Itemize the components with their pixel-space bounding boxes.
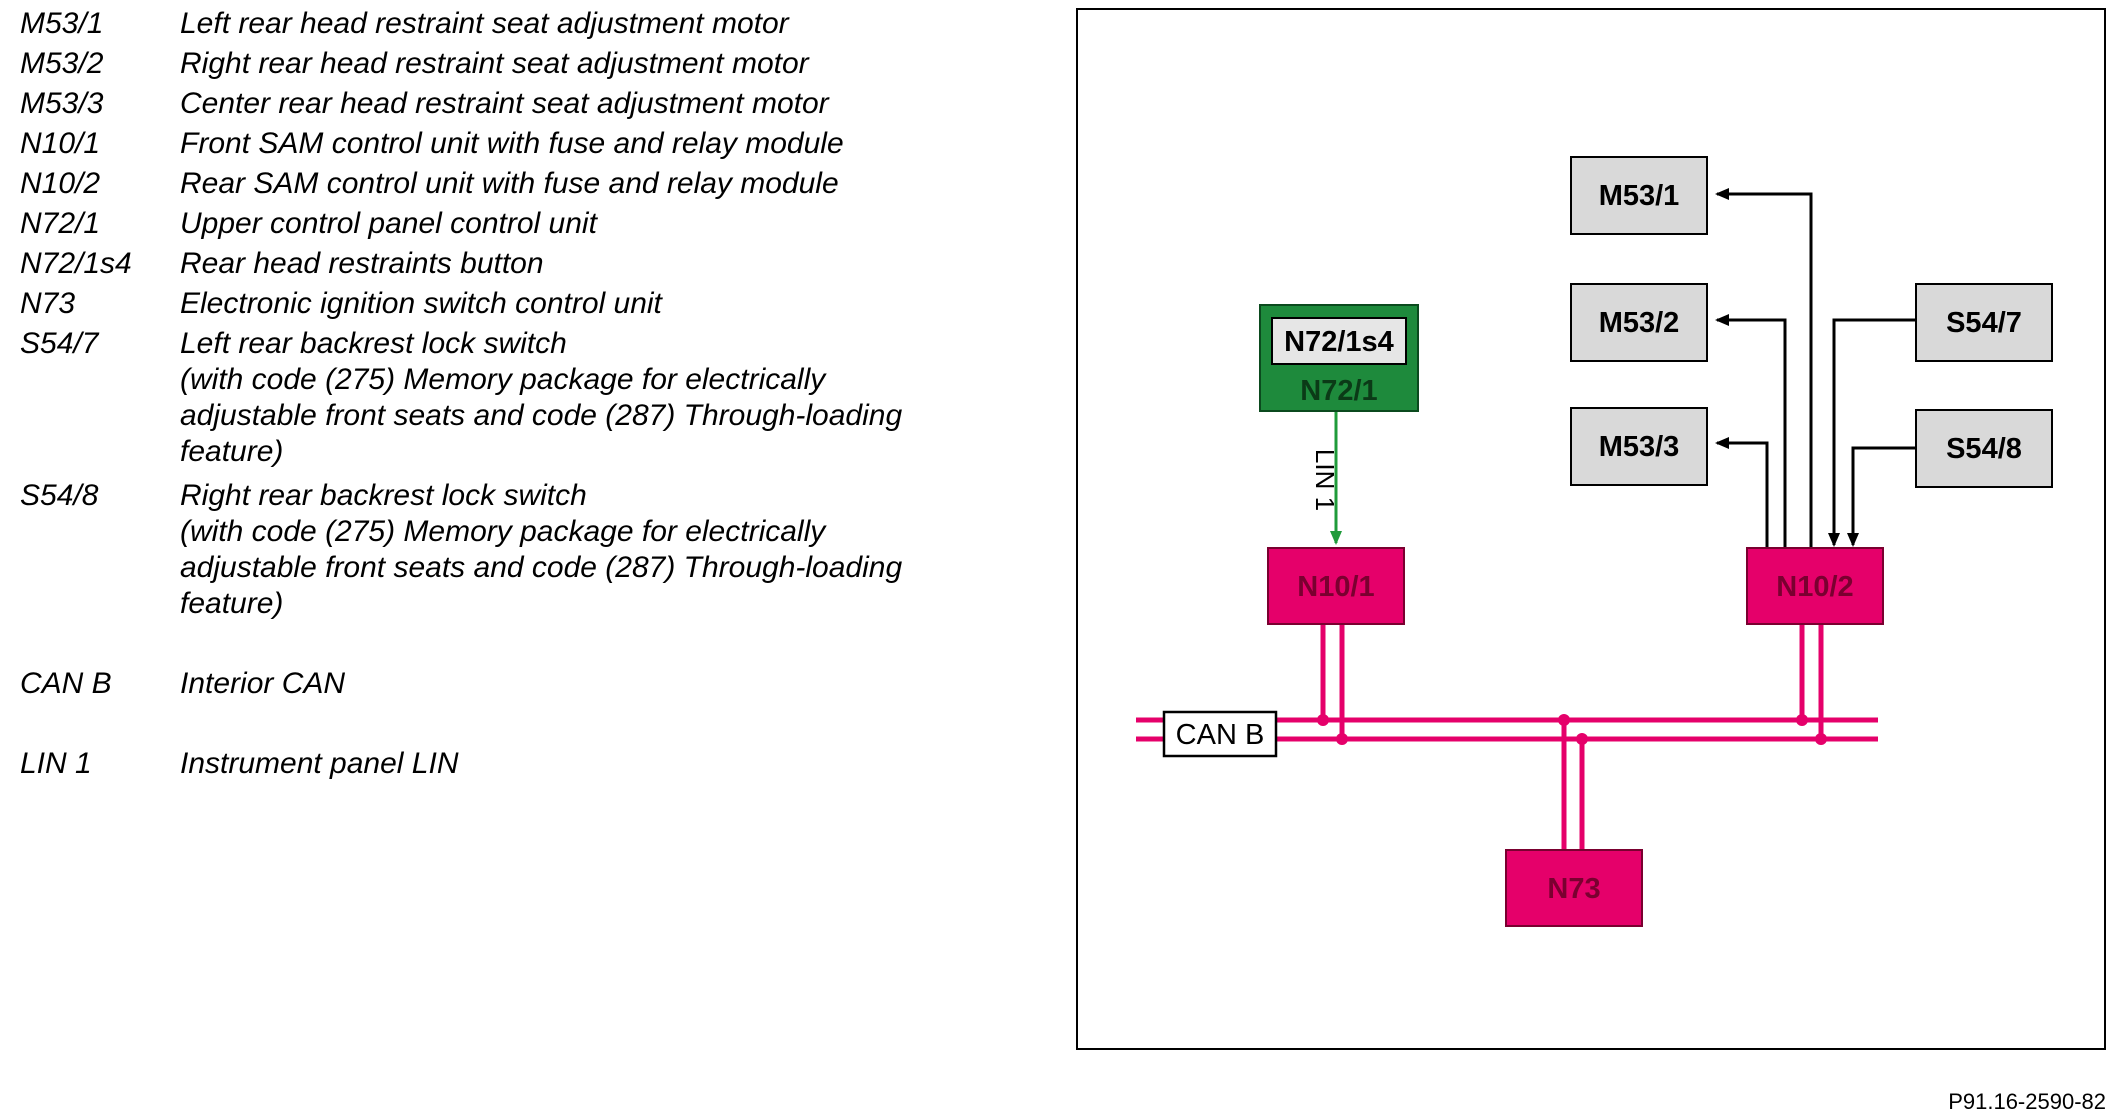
legend-code: S54/8 [20, 479, 99, 512]
n10-2-to-m53-1-line [1715, 188, 1813, 548]
legend-line: Upper control panel control unit [180, 207, 597, 240]
legend-code: N10/1 [20, 127, 101, 160]
legend-code: M53/3 [20, 87, 104, 120]
legend-line: adjustable front seats and code (287) Th… [180, 399, 903, 432]
legend-description: Right rear head restraint seat adjustmen… [180, 46, 1000, 82]
lin-1-label: LIN 1 [1310, 449, 1340, 511]
s54-7-label: S54/7 [1946, 307, 2022, 339]
legend-code: N72/1 [20, 207, 101, 240]
legend-code: CAN B [20, 667, 112, 700]
junction-dot [1815, 733, 1827, 745]
legend-code: N72/1s4 [20, 247, 132, 280]
legend-line: feature) [180, 587, 284, 620]
legend-description: Electronic ignition switch control unit [180, 286, 1000, 322]
legend-code: M53/1 [20, 7, 104, 40]
legend-line: Rear head restraints button [180, 247, 544, 280]
legend: M53/1 Left rear head restraint seat adju… [20, 6, 1000, 782]
diagram-frame [1076, 8, 2106, 1050]
n73-box [1505, 849, 1643, 927]
s54-8-label: S54/8 [1946, 433, 2022, 465]
legend-code: N73 [20, 287, 76, 320]
s54-7-to-n10-2-line [1828, 318, 1916, 547]
legend-line: Rear SAM control unit with fuse and rela… [180, 167, 839, 200]
m53-3-label: M53/3 [1599, 431, 1680, 463]
legend-line: Left rear head restraint seat adjustment… [180, 7, 789, 40]
legend-description: Rear SAM control unit with fuse and rela… [180, 166, 1000, 202]
legend-code: LIN 1 [20, 747, 92, 780]
legend-line: Left rear backrest lock switch [180, 327, 567, 360]
legend-line: adjustable front seats and code (287) Th… [180, 551, 903, 584]
legend-code: N10/2 [20, 167, 101, 200]
n73-label: N73 [1547, 873, 1600, 905]
legend-line: Instrument panel LIN [180, 747, 459, 780]
legend-description: Front SAM control unit with fuse and rel… [180, 126, 1000, 162]
m53-3-box [1570, 407, 1708, 486]
legend-line: Interior CAN [180, 667, 346, 700]
m53-1-label: M53/1 [1599, 180, 1680, 212]
junction-dot [1576, 733, 1588, 745]
s54-7-box [1915, 283, 2053, 362]
junction-dot [1336, 733, 1348, 745]
n10-2-box [1746, 547, 1884, 625]
legend-description: Left rear backrest lock switch (with cod… [180, 326, 1000, 470]
s54-8-box [1915, 409, 2053, 488]
m53-1-box [1570, 156, 1708, 235]
n72-1-label: N72/1 [1300, 375, 1377, 407]
n10-1-box [1267, 547, 1405, 625]
legend-description: Interior CAN [180, 666, 1000, 702]
n10-2-to-m53-2-line [1715, 314, 1787, 548]
legend-code: M53/2 [20, 47, 104, 80]
legend-line: Center rear head restraint seat adjustme… [180, 87, 829, 120]
legend-line: (with code (275) Memory package for elec… [180, 363, 826, 396]
can-b-label-box [1162, 710, 1278, 758]
legend-description: Center rear head restraint seat adjustme… [180, 86, 1000, 122]
n10-2-label: N10/2 [1776, 571, 1853, 603]
s54-8-to-n10-2-line [1847, 446, 1916, 547]
legend-line: Electronic ignition switch control unit [180, 287, 662, 320]
legend-description: Upper control panel control unit [180, 206, 1000, 242]
legend-code: S54/7 [20, 327, 99, 360]
legend-line: Right rear backrest lock switch [180, 479, 587, 512]
figure-reference: P91.16-2590-82 [1948, 1089, 2106, 1114]
m53-2-label: M53/2 [1599, 307, 1680, 339]
legend-line: Right rear head restraint seat adjustmen… [180, 47, 809, 80]
can-b-label: CAN B [1176, 719, 1265, 751]
n72-1s4-box [1271, 317, 1407, 365]
m53-2-box [1570, 283, 1708, 362]
n10-1-label: N10/1 [1297, 571, 1374, 603]
legend-description: Left rear head restraint seat adjustment… [180, 6, 1000, 42]
junction-dot [1317, 714, 1329, 726]
n72-1s4-label: N72/1s4 [1284, 326, 1394, 358]
legend-line: (with code (275) Memory package for elec… [180, 515, 826, 548]
n10-2-to-m53-3-line [1715, 437, 1769, 548]
junction-dot [1796, 714, 1808, 726]
legend-description: Instrument panel LIN [180, 746, 1000, 782]
legend-description: Right rear backrest lock switch (with co… [180, 478, 1000, 622]
legend-description: Rear head restraints button [180, 246, 1000, 282]
legend-line: Front SAM control unit with fuse and rel… [180, 127, 844, 160]
legend-line: feature) [180, 435, 284, 468]
junction-dot [1558, 714, 1570, 726]
